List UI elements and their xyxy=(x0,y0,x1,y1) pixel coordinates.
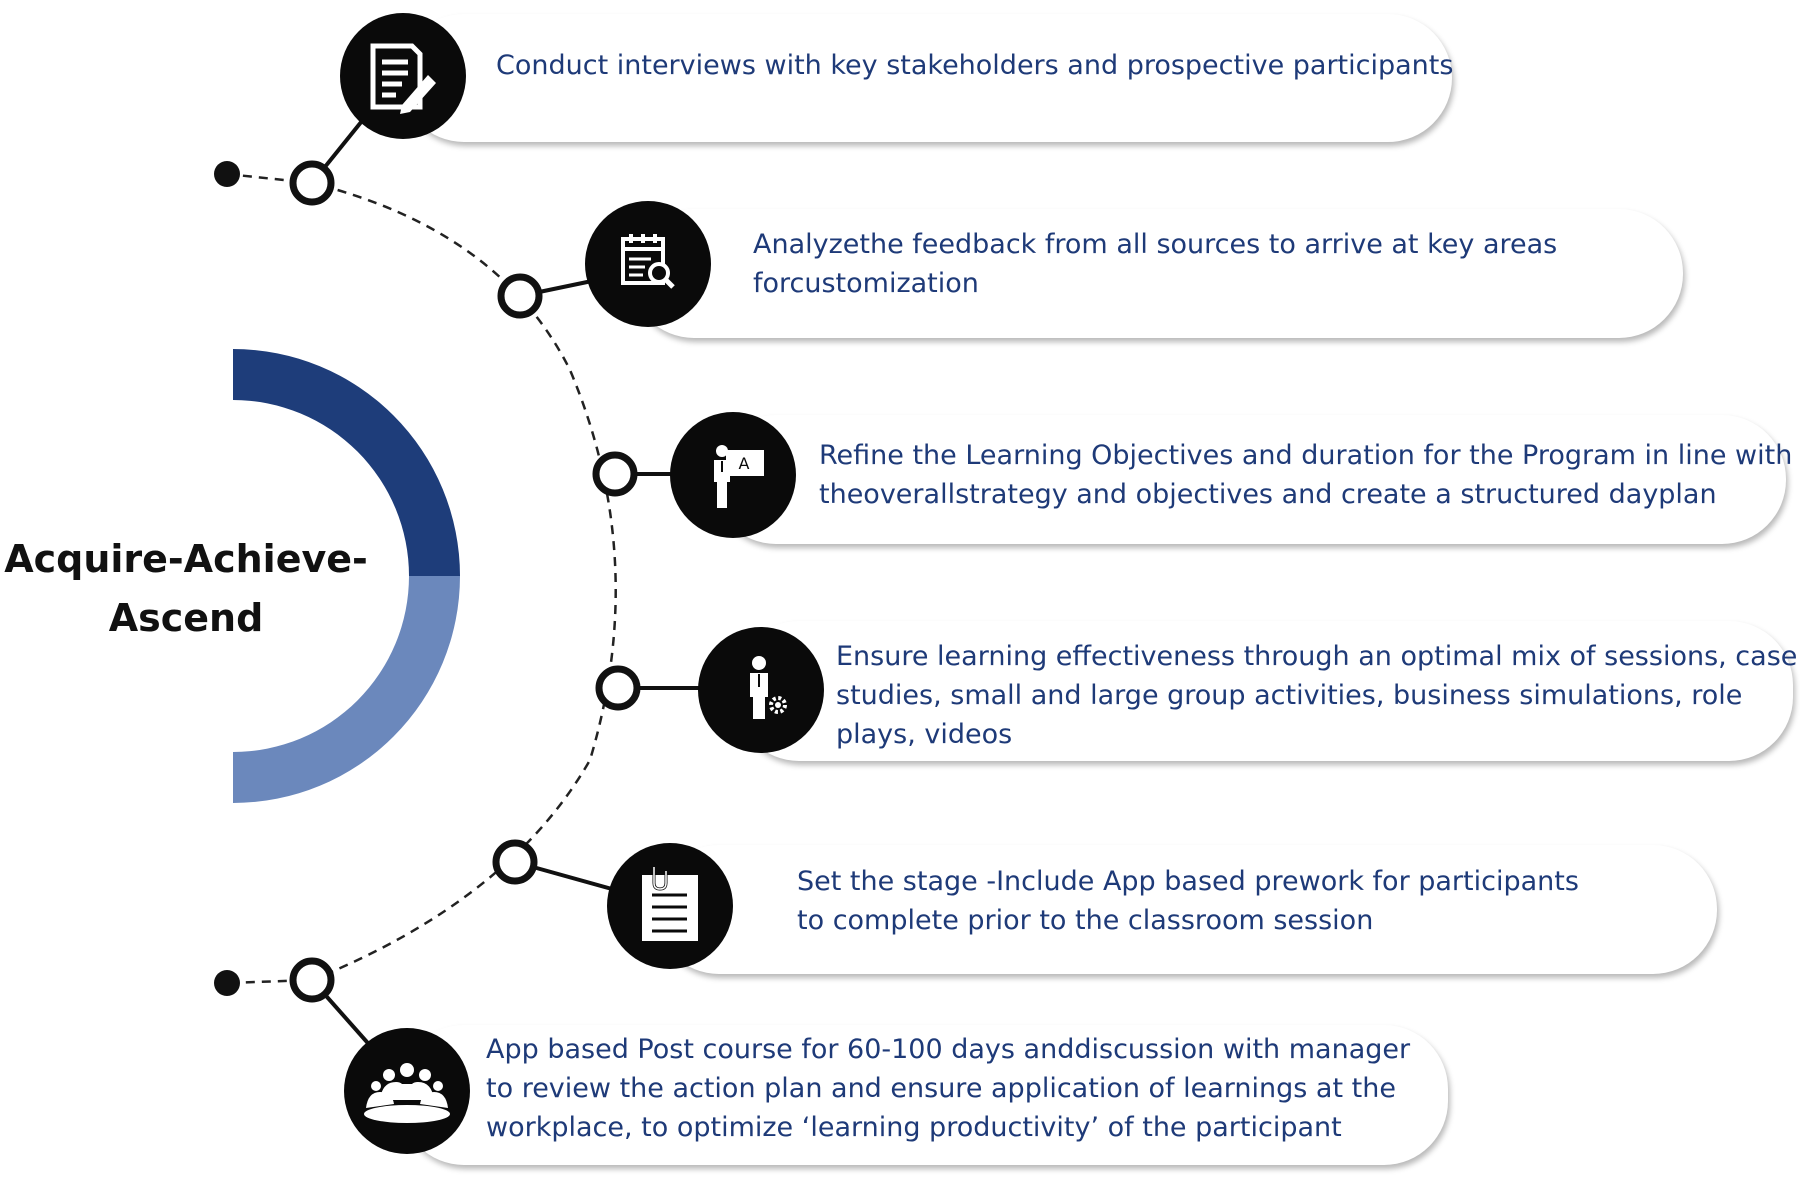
timeline-node-3 xyxy=(592,451,638,497)
step-4-text: Ensure learning effectiveness through an… xyxy=(836,637,1797,754)
step-2-text: Analyzethe feedback from all sources to … xyxy=(753,225,1557,303)
step-6-text: App based Post course for 60-100 days an… xyxy=(486,1030,1410,1147)
center-title-line-2: Ascend xyxy=(108,596,264,640)
arc-lower-segment xyxy=(233,576,460,803)
step-4-line-2: studies, small and large group activitie… xyxy=(836,680,1743,711)
arc-upper-segment xyxy=(233,349,460,576)
step-card-6: App based Post course for 60-100 days an… xyxy=(400,1025,1448,1165)
step-5-text: Set the stage -Include App based prework… xyxy=(797,862,1579,940)
presenter-board-icon: A xyxy=(670,412,796,538)
step-4-line-1: Ensure learning effectiveness through an… xyxy=(836,641,1798,672)
step-2-line-1: Analyzethe feedback from all sources to … xyxy=(753,229,1558,260)
clipboard-list-icon xyxy=(607,843,733,969)
step-6-line-1: App based Post course for 60-100 days an… xyxy=(486,1034,1411,1065)
group-meeting-icon xyxy=(344,1028,470,1154)
timeline-end-dot-top xyxy=(214,161,240,187)
step-2-line-2: forcustomization xyxy=(753,268,979,299)
timeline-node-1 xyxy=(289,160,335,206)
step-card-5: Set the stage -Include App based prework… xyxy=(655,845,1717,974)
step-5-line-1: Set the stage -Include App based prework… xyxy=(797,866,1579,897)
timeline-end-dot-bottom xyxy=(214,970,240,996)
calendar-search-icon xyxy=(585,201,711,327)
center-title: Acquire-Achieve- Ascend xyxy=(0,530,372,648)
step-card-2: Analyzethe feedback from all sources to … xyxy=(630,209,1683,338)
timeline-node-5 xyxy=(492,839,538,885)
step-4-line-3: plays, videos xyxy=(836,719,1013,750)
person-gear-icon xyxy=(698,627,824,753)
step-5-line-2: to complete prior to the classroom sessi… xyxy=(797,905,1374,936)
step-3-line-2: theoverallstrategy and objectives and cr… xyxy=(819,479,1717,510)
step-card-4: Ensure learning effectiveness through an… xyxy=(735,621,1797,761)
timeline-node-4 xyxy=(595,665,641,711)
center-title-line-1: Acquire-Achieve- xyxy=(4,537,368,581)
step-1-line-1: Conduct interviews with key stakeholders… xyxy=(496,50,1454,81)
timeline-dashed-arc xyxy=(226,172,617,985)
timeline-node-2 xyxy=(497,273,543,319)
step-1-text: Conduct interviews with key stakeholders… xyxy=(496,46,1453,85)
step-6-line-3: workplace, to optimize ‘learning product… xyxy=(486,1112,1342,1143)
step-card-3: Refine the Learning Objectives and durat… xyxy=(712,415,1792,544)
timeline-node-6 xyxy=(289,957,335,1003)
svg-text:A: A xyxy=(739,454,750,473)
document-pen-icon xyxy=(340,13,466,139)
step-card-1: Conduct interviews with key stakeholders… xyxy=(400,14,1453,142)
step-6-line-2: to review the action plan and ensure app… xyxy=(486,1073,1396,1104)
step-3-line-1: Refine the Learning Objectives and durat… xyxy=(819,440,1793,471)
step-3-text: Refine the Learning Objectives and durat… xyxy=(819,436,1792,514)
